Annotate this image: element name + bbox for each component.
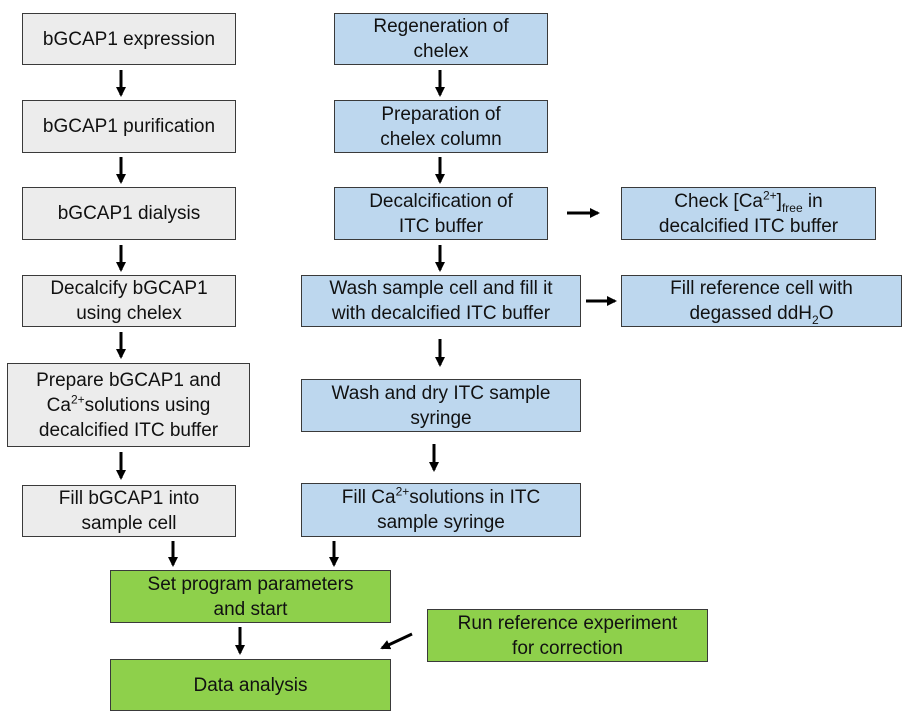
step-label-calcium-free: Check [Ca2+]free in	[674, 188, 823, 215]
step-label: Preparation of	[381, 103, 501, 125]
step-data-analysis: Data analysis	[110, 659, 391, 711]
step-label-water: degassed ddH2O	[689, 303, 834, 327]
step-label: with decalcified ITC buffer	[331, 303, 551, 324]
step-regeneration-chelex: Regeneration of chelex	[334, 13, 548, 65]
step-label: and start	[213, 598, 288, 620]
step-wash-sample-cell: Wash sample cell and fill it with decalc…	[301, 275, 581, 327]
step-label: for correction	[512, 637, 623, 659]
step-fill-reference-cell: Fill reference cell with degassed ddH2O	[621, 275, 902, 327]
step-label: decalcified ITC buffer	[38, 419, 219, 441]
step-run-reference-experiment: Run reference experiment for correction	[427, 609, 708, 662]
step-label: Set program parameters	[147, 573, 354, 595]
step-label: decalcified ITC buffer	[658, 215, 839, 237]
step-label: Prepare bGCAP1 and	[36, 369, 221, 391]
step-check-ca-free: Check [Ca2+]free in decalcified ITC buff…	[621, 187, 876, 240]
step-bgcap1-purification: bGCAP1 purification	[22, 100, 236, 153]
arrow-diagonal	[380, 632, 413, 650]
step-decalcify-bgcap1: Decalcify bGCAP1 using chelex	[22, 275, 236, 327]
step-label: ITC buffer	[398, 215, 484, 237]
step-fill-ca-solutions: Fill Ca2+solutions in ITC sample syringe	[301, 483, 581, 537]
step-label: chelex column	[380, 128, 502, 150]
step-label: bGCAP1 dialysis	[57, 203, 201, 224]
step-label: Fill reference cell with	[670, 278, 853, 299]
step-bgcap1-expression: bGCAP1 expression	[22, 13, 236, 65]
step-label: Decalcification of	[369, 190, 513, 212]
step-fill-bgcap1: Fill bGCAP1 into sample cell	[22, 485, 236, 537]
step-label: Wash sample cell and fill it	[329, 278, 553, 299]
step-preparation-chelex-column: Preparation of chelex column	[334, 100, 548, 153]
step-set-program-parameters: Set program parameters and start	[110, 570, 391, 623]
step-label: Wash and dry ITC sample	[331, 382, 551, 404]
step-wash-dry-syringe: Wash and dry ITC sample syringe	[301, 379, 581, 432]
step-label: Regeneration of	[373, 16, 509, 37]
step-prepare-solutions: Prepare bGCAP1 and Ca2+solutions using d…	[7, 363, 250, 447]
step-label-calcium: Fill Ca2+solutions in ITC	[341, 484, 541, 508]
step-label: sample cell	[81, 513, 177, 534]
step-bgcap1-dialysis: bGCAP1 dialysis	[22, 187, 236, 240]
step-label: sample syringe	[377, 512, 505, 533]
step-label: Run reference experiment	[457, 612, 678, 634]
step-label: Data analysis	[193, 674, 308, 696]
step-label: Fill bGCAP1 into	[58, 488, 200, 509]
step-label-calcium: Ca2+solutions using	[46, 392, 211, 416]
step-label: bGCAP1 expression	[42, 28, 216, 50]
step-label: bGCAP1 purification	[42, 116, 216, 137]
step-decalcification-itc-buffer: Decalcification of ITC buffer	[334, 187, 548, 240]
step-label: using chelex	[76, 303, 182, 324]
step-label: Decalcify bGCAP1	[50, 278, 208, 299]
step-label: syringe	[410, 407, 472, 429]
step-label: chelex	[413, 41, 469, 62]
